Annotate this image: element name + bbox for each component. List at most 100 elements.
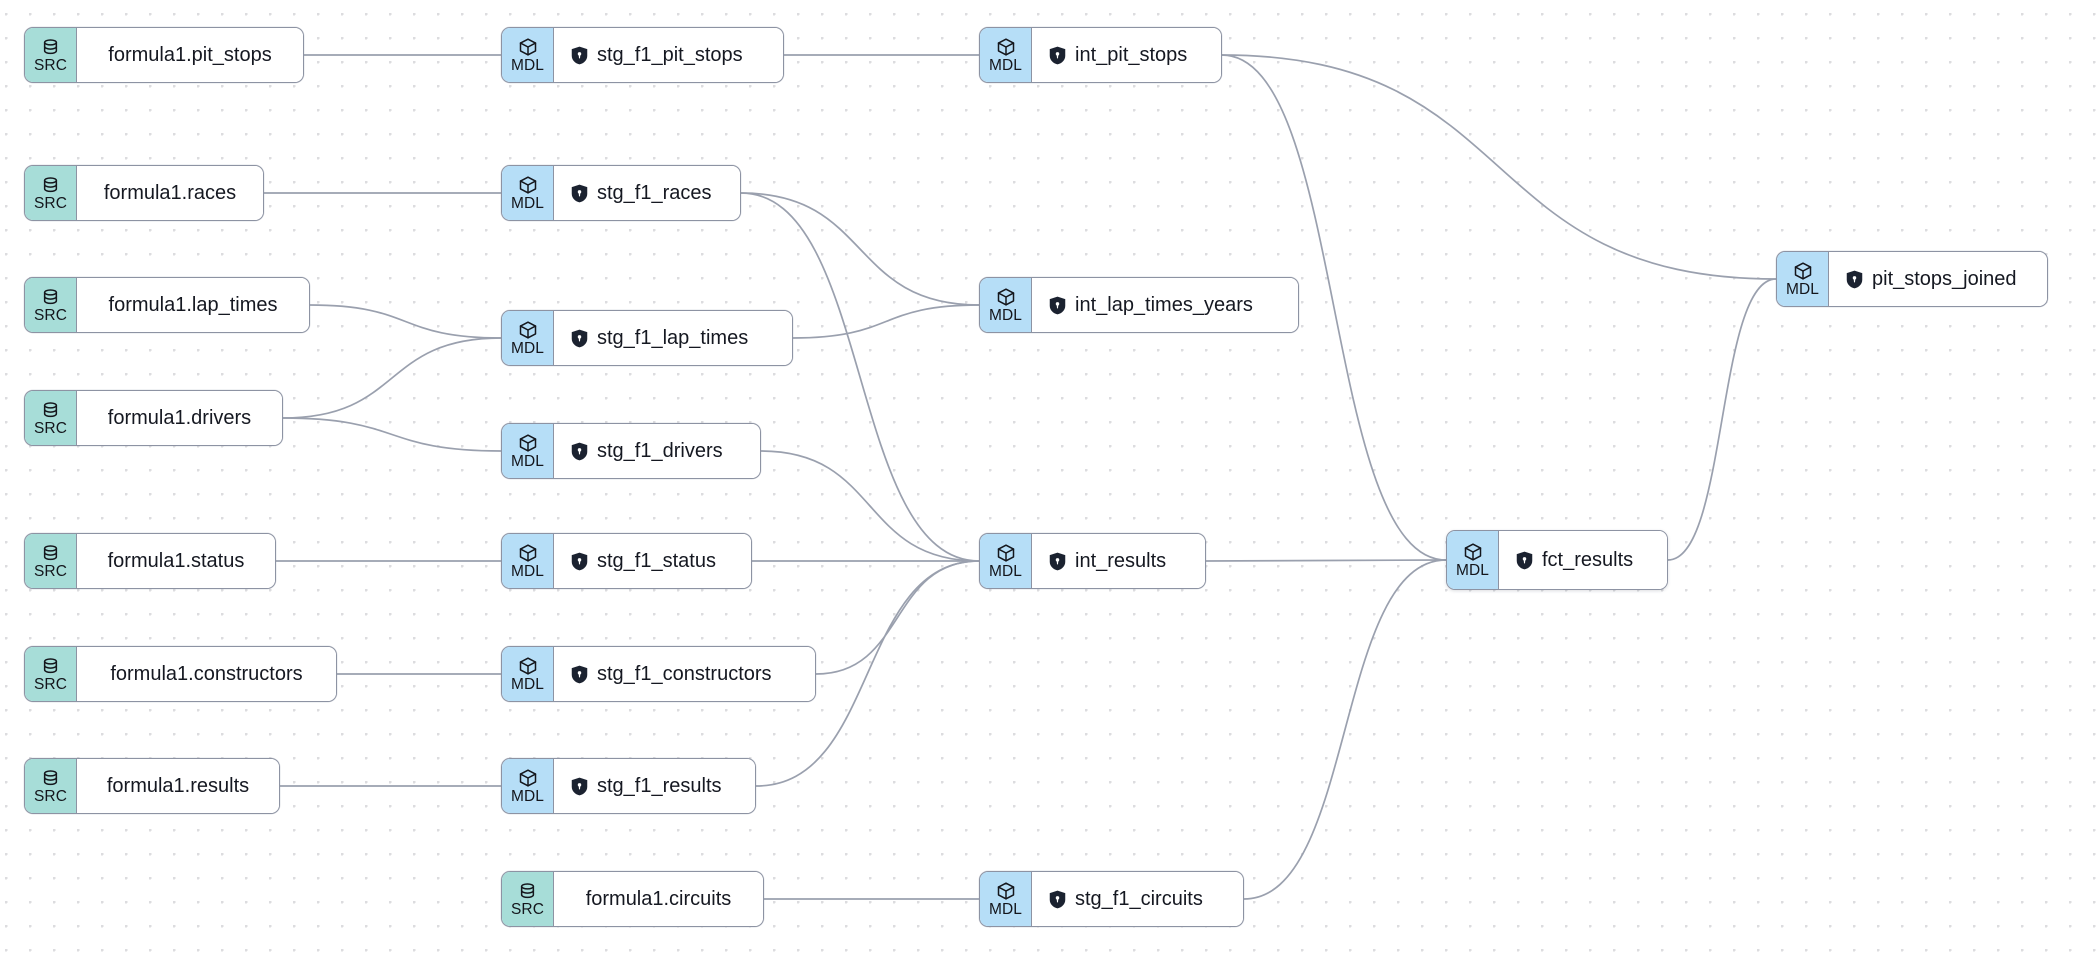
node-body: formula1.races: [77, 166, 263, 220]
node-type-label: MDL: [988, 307, 1023, 325]
node-type-badge-src: SRC: [502, 872, 554, 926]
cube-icon: [996, 543, 1016, 563]
lineage-node-int_pit_stops[interactable]: MDL int_pit_stops: [979, 27, 1222, 83]
node-type-label: MDL: [510, 788, 545, 806]
cube-icon: [996, 37, 1016, 57]
lineage-node-stg_lap_times[interactable]: MDL stg_f1_lap_times: [501, 310, 793, 366]
node-type-badge-src: SRC: [25, 647, 77, 701]
node-body: formula1.pit_stops: [77, 28, 303, 82]
node-type-badge-mdl: MDL: [502, 424, 554, 478]
shield-lock-icon: [571, 442, 588, 461]
node-label: stg_f1_circuits: [1075, 888, 1203, 910]
lineage-node-stg_races[interactable]: MDL stg_f1_races: [501, 165, 741, 221]
cube-icon: [1463, 542, 1483, 562]
lineage-node-stg_results[interactable]: MDL stg_f1_results: [501, 758, 756, 814]
lineage-node-src_races[interactable]: SRC formula1.races: [24, 165, 264, 221]
node-label: int_pit_stops: [1075, 44, 1188, 66]
node-label: stg_f1_status: [597, 550, 716, 572]
node-type-badge-mdl: MDL: [502, 166, 554, 220]
node-type-label: SRC: [33, 675, 68, 693]
node-body: stg_f1_races: [554, 166, 740, 220]
lineage-node-stg_status[interactable]: MDL stg_f1_status: [501, 533, 752, 589]
shield-lock-icon: [1049, 552, 1066, 571]
node-label: formula1.lap_times: [108, 294, 278, 316]
node-type-label: SRC: [510, 900, 545, 918]
shield-lock-icon: [571, 665, 588, 684]
lineage-node-stg_circuits[interactable]: MDL stg_f1_circuits: [979, 871, 1244, 927]
node-type-badge-mdl: MDL: [502, 647, 554, 701]
cube-icon: [518, 433, 538, 453]
database-icon: [518, 882, 537, 901]
node-type-label: MDL: [1785, 281, 1820, 299]
node-label: stg_f1_pit_stops: [597, 44, 743, 66]
lineage-node-int_results[interactable]: MDL int_results: [979, 533, 1206, 589]
database-icon: [41, 38, 60, 57]
node-type-label: MDL: [510, 340, 545, 358]
node-body: formula1.lap_times: [77, 278, 309, 332]
lineage-node-src_lap_times[interactable]: SRC formula1.lap_times: [24, 277, 310, 333]
node-body: stg_f1_constructors: [554, 647, 815, 701]
node-type-label: MDL: [988, 57, 1023, 75]
node-body: formula1.drivers: [77, 391, 282, 445]
cube-icon: [518, 656, 538, 676]
lineage-node-int_lap_times_years[interactable]: MDL int_lap_times_years: [979, 277, 1299, 333]
node-type-label: SRC: [33, 419, 68, 437]
lineage-node-src_circuits[interactable]: SRC formula1.circuits: [501, 871, 764, 927]
node-type-label: SRC: [33, 56, 68, 74]
node-label: formula1.drivers: [107, 407, 252, 429]
node-label: stg_f1_drivers: [597, 440, 723, 462]
lineage-node-src_pit_stops[interactable]: SRC formula1.pit_stops: [24, 27, 304, 83]
lineage-node-pit_stops_joined[interactable]: MDL pit_stops_joined: [1776, 251, 2048, 307]
lineage-node-src_constructors[interactable]: SRC formula1.constructors: [24, 646, 337, 702]
lineage-node-stg_constructors[interactable]: MDL stg_f1_constructors: [501, 646, 816, 702]
node-body: pit_stops_joined: [1829, 252, 2047, 306]
shield-lock-icon: [571, 552, 588, 571]
node-label: formula1.constructors: [110, 663, 303, 685]
lineage-node-src_drivers[interactable]: SRC formula1.drivers: [24, 390, 283, 446]
node-type-label: SRC: [33, 194, 68, 212]
node-type-label: SRC: [33, 306, 68, 324]
node-body: stg_f1_results: [554, 759, 755, 813]
node-label: stg_f1_lap_times: [597, 327, 749, 349]
lineage-node-fct_results[interactable]: MDL fct_results: [1446, 530, 1668, 590]
node-body: stg_f1_status: [554, 534, 751, 588]
node-label: int_results: [1075, 550, 1167, 572]
node-type-badge-mdl: MDL: [1777, 252, 1829, 306]
node-label: formula1.circuits: [585, 888, 732, 910]
node-type-badge-src: SRC: [25, 28, 77, 82]
node-type-label: MDL: [1455, 562, 1490, 580]
node-type-badge-mdl: MDL: [980, 872, 1032, 926]
node-type-badge-mdl: MDL: [1447, 531, 1499, 589]
node-body: formula1.status: [77, 534, 275, 588]
node-type-label: MDL: [510, 57, 545, 75]
shield-lock-icon: [1049, 890, 1066, 909]
node-type-badge-mdl: MDL: [980, 278, 1032, 332]
shield-lock-icon: [571, 329, 588, 348]
shield-lock-icon: [1049, 296, 1066, 315]
lineage-node-stg_pit_stops[interactable]: MDL stg_f1_pit_stops: [501, 27, 784, 83]
cube-icon: [996, 881, 1016, 901]
node-type-badge-src: SRC: [25, 759, 77, 813]
node-body: fct_results: [1499, 531, 1667, 589]
lineage-node-stg_drivers[interactable]: MDL stg_f1_drivers: [501, 423, 761, 479]
node-body: stg_f1_pit_stops: [554, 28, 783, 82]
node-body: formula1.results: [77, 759, 279, 813]
node-type-badge-src: SRC: [25, 166, 77, 220]
node-type-badge-mdl: MDL: [980, 28, 1032, 82]
node-type-badge-mdl: MDL: [502, 311, 554, 365]
node-type-badge-mdl: MDL: [980, 534, 1032, 588]
node-label: formula1.status: [107, 550, 245, 572]
node-label: stg_f1_races: [597, 182, 712, 204]
shield-lock-icon: [571, 46, 588, 65]
database-icon: [41, 401, 60, 420]
shield-lock-icon: [1516, 551, 1533, 570]
cube-icon: [996, 287, 1016, 307]
shield-lock-icon: [571, 184, 588, 203]
node-label: pit_stops_joined: [1872, 268, 2017, 290]
database-icon: [41, 769, 60, 788]
node-type-label: MDL: [510, 563, 545, 581]
